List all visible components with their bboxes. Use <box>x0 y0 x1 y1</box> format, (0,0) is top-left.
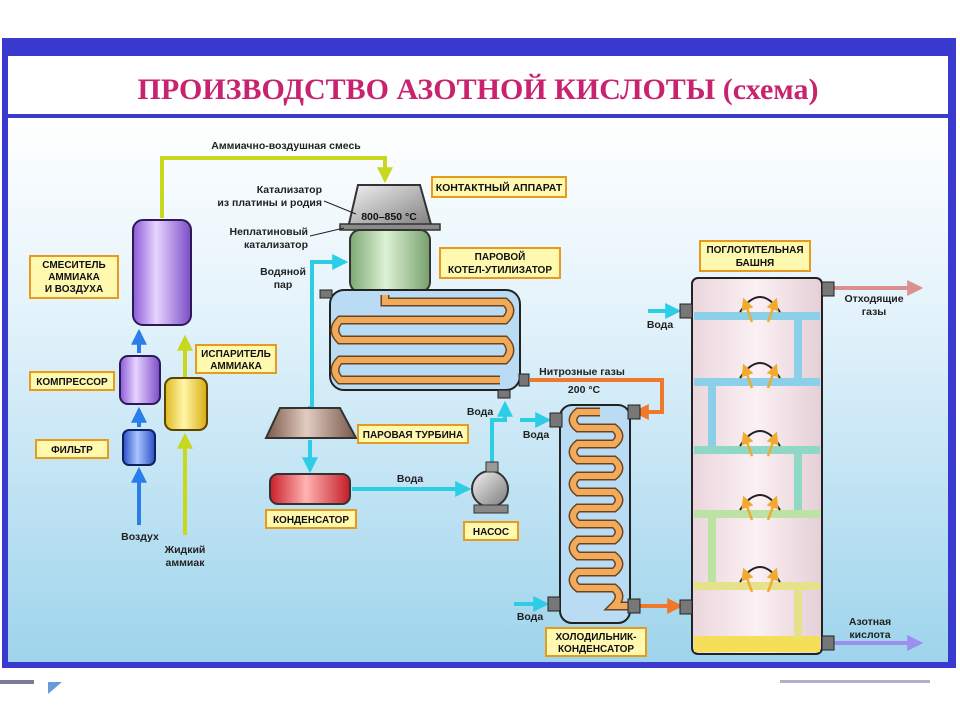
steam-turbine <box>264 407 358 439</box>
pump-body <box>471 470 509 508</box>
label-water-pump: Вода <box>397 473 424 485</box>
footer-strip <box>0 668 960 720</box>
water-arrow-pump-to-boiler <box>490 400 513 467</box>
page-title: ПРОИЗВОДСТВО АЗОТНОЙ КИСЛОТЫ (схема) <box>138 73 819 106</box>
contact-apparatus-body <box>349 229 431 293</box>
label-catalyst-2: из платины и родия <box>217 197 322 209</box>
filter-vessel <box>122 429 156 466</box>
label-water-cooler-bottom: Вода <box>517 611 544 623</box>
label-compressor: КОМПРЕССОР <box>29 371 115 391</box>
label-boiler: ПАРОВОЙ КОТЕЛ-УТИЛИЗАТОР <box>439 247 561 279</box>
label-filter: ФИЛЬТР <box>35 439 109 459</box>
svg-text:ПАРОВАЯ ТУРБИНА: ПАРОВАЯ ТУРБИНА <box>363 430 463 441</box>
label-exhaust-1: Отходящие <box>844 293 903 305</box>
footer-fine-print <box>0 680 34 684</box>
label-nitric-acid-1: Азотная <box>849 616 891 628</box>
label-temp-200: 200 °С <box>568 384 601 396</box>
svg-text:НАСОС: НАСОС <box>473 527 509 538</box>
svg-text:КОНДЕНСАТОР: КОНДЕНСАТОР <box>273 515 349 526</box>
label-steam-1: Водяной <box>260 266 306 278</box>
label-liquid-ammonia-1: Жидкий <box>164 544 206 556</box>
boiler-nozzle-left <box>319 289 333 299</box>
tower-acid-level <box>694 636 820 652</box>
svg-text:КОНТАКТНЫЙ АППАРАТ: КОНТАКТНЫЙ АППАРАТ <box>436 181 563 194</box>
evaporator-vessel <box>164 377 208 431</box>
label-liquid-ammonia-2: аммиак <box>166 557 206 569</box>
svg-text:АММИАКА: АММИАКА <box>48 272 100 283</box>
label-water-cooler-top: Вода <box>523 429 550 441</box>
label-evaporator: ИСПАРИТЕЛЬ АММИАКА <box>195 344 277 374</box>
boiler-coil-fill <box>332 295 513 383</box>
cooler-nozzle-top-right <box>627 404 641 420</box>
cooler-coil-fill <box>570 409 628 609</box>
label-nitric-acid-2: кислота <box>849 629 890 641</box>
label-non-platinum-1: Неплатиновый <box>229 226 308 238</box>
bubble-arrows <box>741 297 779 593</box>
tower-nozzle-exhaust <box>821 281 835 297</box>
label-pump: НАСОС <box>463 521 519 541</box>
cooler-nozzle-top-left <box>549 412 563 428</box>
cooler-nozzle-bottom-left <box>547 596 561 612</box>
label-tower: ПОГЛОТИТЕЛЬНАЯ БАШНЯ <box>699 240 811 272</box>
mixer-vessel <box>132 219 192 326</box>
svg-text:КОТЕЛ-УТИЛИЗАТОР: КОТЕЛ-УТИЛИЗАТОР <box>448 265 552 276</box>
catalyst-leader <box>323 200 357 215</box>
svg-text:ПАРОВОЙ: ПАРОВОЙ <box>475 250 526 263</box>
label-non-platinum-2: катализатор <box>244 239 308 251</box>
condenser-vessel <box>269 473 351 505</box>
tower-vessel <box>691 277 823 655</box>
svg-text:БАШНЯ: БАШНЯ <box>736 258 775 269</box>
label-ammonia-air-mixture: Аммиачно-воздушная смесь <box>211 140 361 152</box>
tower-trays <box>694 312 820 638</box>
label-condenser: КОНДЕНСАТОР <box>265 509 357 529</box>
svg-text:ХОЛОДИЛЬНИК-: ХОЛОДИЛЬНИК- <box>556 632 637 643</box>
label-cooler: ХОЛОДИЛЬНИК- КОНДЕНСАТОР <box>545 627 647 657</box>
svg-text:ФИЛЬТР: ФИЛЬТР <box>51 445 93 456</box>
gas-arrow-mixer-to-contact <box>160 156 393 218</box>
label-contact-apparatus: КОНТАКТНЫЙ АППАРАТ <box>431 176 567 198</box>
boiler-nozzle-bottom <box>497 389 511 399</box>
label-mixer: СМЕСИТЕЛЬ АММИАКА И ВОЗДУХА <box>29 255 119 299</box>
cooler-nozzle-bottom-right <box>627 598 641 614</box>
pump-outlet <box>485 461 499 473</box>
label-steam-2: пар <box>274 279 293 291</box>
footer-fine-print-right <box>780 680 930 683</box>
label-catalyst-1: Катализатор <box>257 184 322 196</box>
label-exhaust-2: газы <box>862 306 887 318</box>
svg-text:АММИАКА: АММИАКА <box>210 361 262 372</box>
svg-text:ПОГЛОТИТЕЛЬНАЯ: ПОГЛОТИТЕЛЬНАЯ <box>706 245 803 256</box>
tower-nozzle-water <box>679 303 693 319</box>
label-water-boiler: Вода <box>467 406 494 418</box>
svg-text:СМЕСИТЕЛЬ: СМЕСИТЕЛЬ <box>42 260 105 271</box>
non-platinum-leader <box>309 227 345 237</box>
pump-base <box>473 504 509 514</box>
tower-nozzle-gas-in <box>679 599 693 615</box>
svg-text:КОНДЕНСАТОР: КОНДЕНСАТОР <box>558 644 634 655</box>
svg-text:КОМПРЕССОР: КОМПРЕССОР <box>36 377 108 388</box>
svg-text:И ВОЗДУХА: И ВОЗДУХА <box>45 284 103 295</box>
label-nitrous-gases: Нитрозные газы <box>539 366 625 378</box>
tower-nozzle-acid <box>821 635 835 651</box>
label-water-tower: Вода <box>647 319 674 331</box>
footer-corner-mark <box>48 682 62 694</box>
svg-text:ИСПАРИТЕЛЬ: ИСПАРИТЕЛЬ <box>201 349 271 360</box>
title-panel <box>8 56 948 114</box>
label-steam-turbine: ПАРОВАЯ ТУРБИНА <box>357 424 469 444</box>
compressor-vessel <box>119 355 161 405</box>
nitrous-arrow-boiler-to-cooler <box>530 378 664 420</box>
label-air: Воздух <box>121 531 159 543</box>
boiler-nozzle-right <box>518 373 530 387</box>
temperature-label: 800–850 °С <box>361 211 417 223</box>
